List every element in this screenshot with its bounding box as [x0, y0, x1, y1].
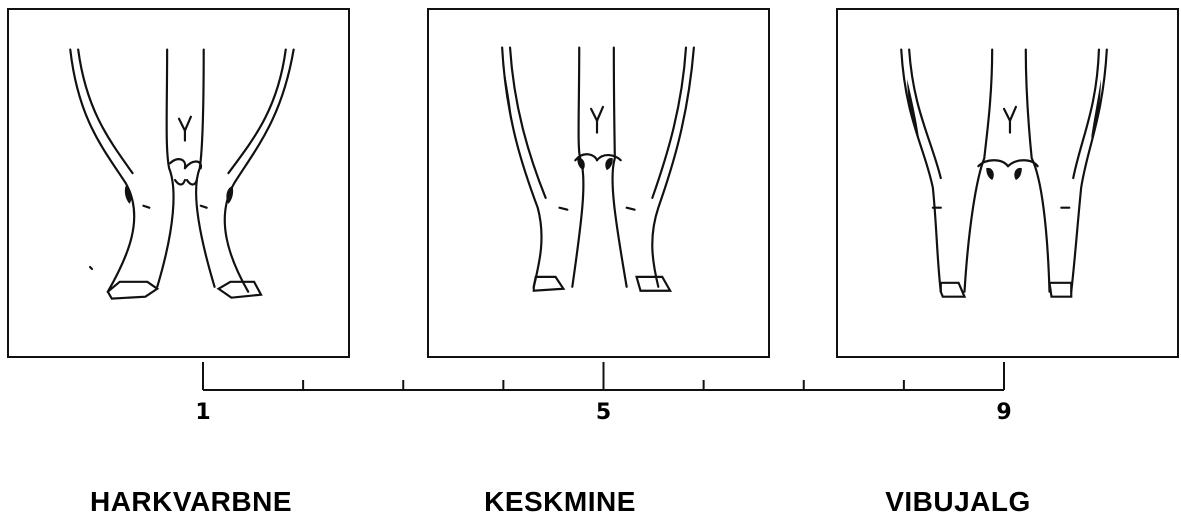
- cow-hocked-legs-drawing: [9, 10, 348, 356]
- bow-legged-drawing: [838, 10, 1177, 356]
- scale-label-5: 5: [596, 400, 611, 425]
- category-vibujalg: VIBUJALG: [885, 486, 1031, 518]
- category-harkvarbne: HARKVARBNE: [90, 486, 292, 518]
- panel-harkvarbne: [7, 8, 350, 358]
- category-keskmine: KESKMINE: [484, 486, 636, 518]
- panel-vibujalg: [836, 8, 1179, 358]
- scale-label-1: 1: [195, 400, 210, 425]
- panel-keskmine: [427, 8, 770, 358]
- medium-legs-drawing: [429, 10, 768, 356]
- scale-label-9: 9: [996, 400, 1011, 425]
